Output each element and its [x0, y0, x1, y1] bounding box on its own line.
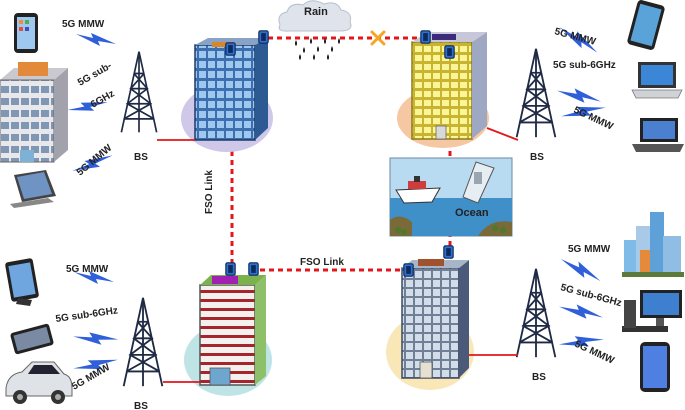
label-5g-mmw: 5G MMW — [66, 264, 109, 275]
tablet-icon — [10, 170, 56, 208]
fso-terminal-icon — [420, 30, 431, 44]
blocked-x-icon — [370, 30, 386, 46]
label-5g-mmw: 5G MMW — [573, 339, 616, 367]
wireless-signal-icon — [557, 88, 601, 103]
label-5g-mmw: 5G MMW — [568, 244, 611, 255]
bs-label: BS — [530, 152, 544, 163]
bs-bottom-left — [122, 296, 200, 388]
label-5g-sub-6ghz: 5G sub-6GHz — [559, 282, 623, 309]
rain-cloud-icon — [278, 0, 352, 60]
rain-label: Rain — [304, 6, 328, 18]
fso-terminal-icon — [258, 30, 269, 44]
fso-link-label: FSO Link — [300, 257, 344, 268]
smartphone-icon — [14, 13, 38, 53]
building-bottom-right — [386, 259, 474, 390]
city-skyline-icon — [622, 212, 684, 277]
fso-terminal-icon — [403, 263, 414, 277]
fso-terminal-icon — [444, 45, 455, 59]
ocean-scene — [389, 157, 513, 237]
label-5g-mmw: 5G MMW — [75, 142, 115, 178]
smartphone-icon — [627, 0, 665, 50]
ocean-label: Ocean — [455, 207, 489, 219]
building-bottom-left — [184, 275, 272, 396]
wireless-signal-icon — [76, 33, 116, 46]
wireless-signal-icon — [72, 327, 119, 350]
label-5g-sub-6ghz: 5G sub-6GHz — [55, 305, 119, 325]
label-5g-mmw: 5G MMW — [62, 19, 105, 30]
label-6ghz: 6GHz — [89, 88, 117, 110]
label-5g-sub-6ghz: 5G sub-6GHz — [553, 60, 616, 71]
fso-link-label: FSO Link — [204, 170, 215, 214]
ship-icon — [462, 161, 495, 204]
bs-label: BS — [134, 152, 148, 163]
label-5g-sub: 5G sub- — [76, 60, 114, 88]
bs-bottom-right — [469, 267, 557, 359]
wireless-signal-icon — [559, 304, 603, 319]
ship-icon — [395, 176, 441, 204]
building-top-left — [181, 38, 273, 152]
bs-label: BS — [134, 401, 148, 410]
smartphone-icon — [640, 342, 670, 392]
bs-top-right — [486, 47, 557, 141]
fso-terminal-icon — [248, 262, 259, 276]
car-icon — [5, 361, 73, 404]
bs-top-left — [120, 50, 195, 141]
fso-terminal-icon — [225, 42, 236, 56]
building-top-right — [397, 32, 489, 148]
smartphone-icon — [10, 323, 54, 355]
label-5g-mmw: 5G MMW — [553, 26, 597, 48]
desktop-pc-icon — [622, 290, 682, 332]
fso-terminal-icon — [443, 245, 454, 259]
bs-label: BS — [532, 372, 546, 383]
office-building-icon — [0, 62, 68, 163]
laptop-icon — [631, 62, 683, 99]
fso-terminal-icon — [225, 262, 236, 276]
laptop-icon — [632, 118, 684, 152]
wireless-signal-icon — [557, 256, 604, 283]
tablet-icon — [5, 258, 39, 306]
